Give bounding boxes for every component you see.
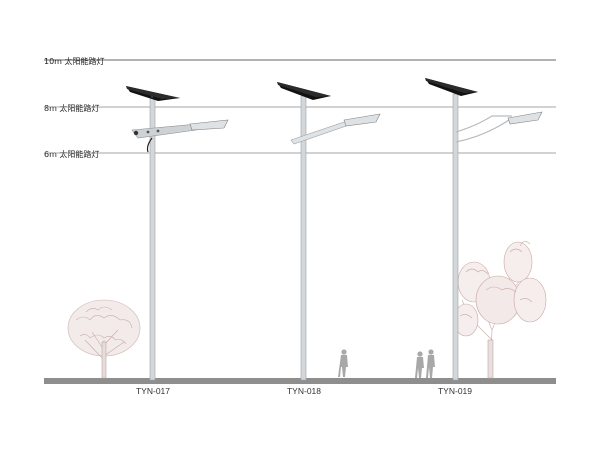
ground-strip	[44, 378, 556, 384]
street-light-tyn-019	[425, 78, 543, 381]
lamp-arm-2	[290, 119, 353, 145]
pole-1	[149, 95, 156, 381]
street-light-tyn-018	[277, 82, 381, 381]
tree-right	[453, 241, 547, 379]
height-label-10m: 10m 太阳能路灯	[44, 57, 105, 66]
model-label-tyn-018: TYN-018	[286, 386, 321, 396]
model-label-tyn-019: TYN-019	[437, 386, 472, 396]
pedestrian-pair	[415, 349, 435, 378]
height-label-8m: 8m 太阳能路灯	[44, 104, 100, 113]
lamp-head-3	[507, 111, 543, 125]
lamp-head-1	[189, 119, 229, 131]
tree-left	[67, 299, 141, 379]
lamp-arm-3	[455, 115, 512, 133]
model-label-tyn-017: TYN-017	[135, 386, 170, 396]
pole-3	[452, 93, 459, 381]
pedestrian-single	[338, 349, 348, 377]
lamp-arm-1	[131, 123, 199, 139]
lamp-head-2	[343, 113, 381, 127]
street-light-tyn-017	[126, 86, 229, 381]
height-label-6m: 6m 太阳能路灯	[44, 150, 100, 159]
